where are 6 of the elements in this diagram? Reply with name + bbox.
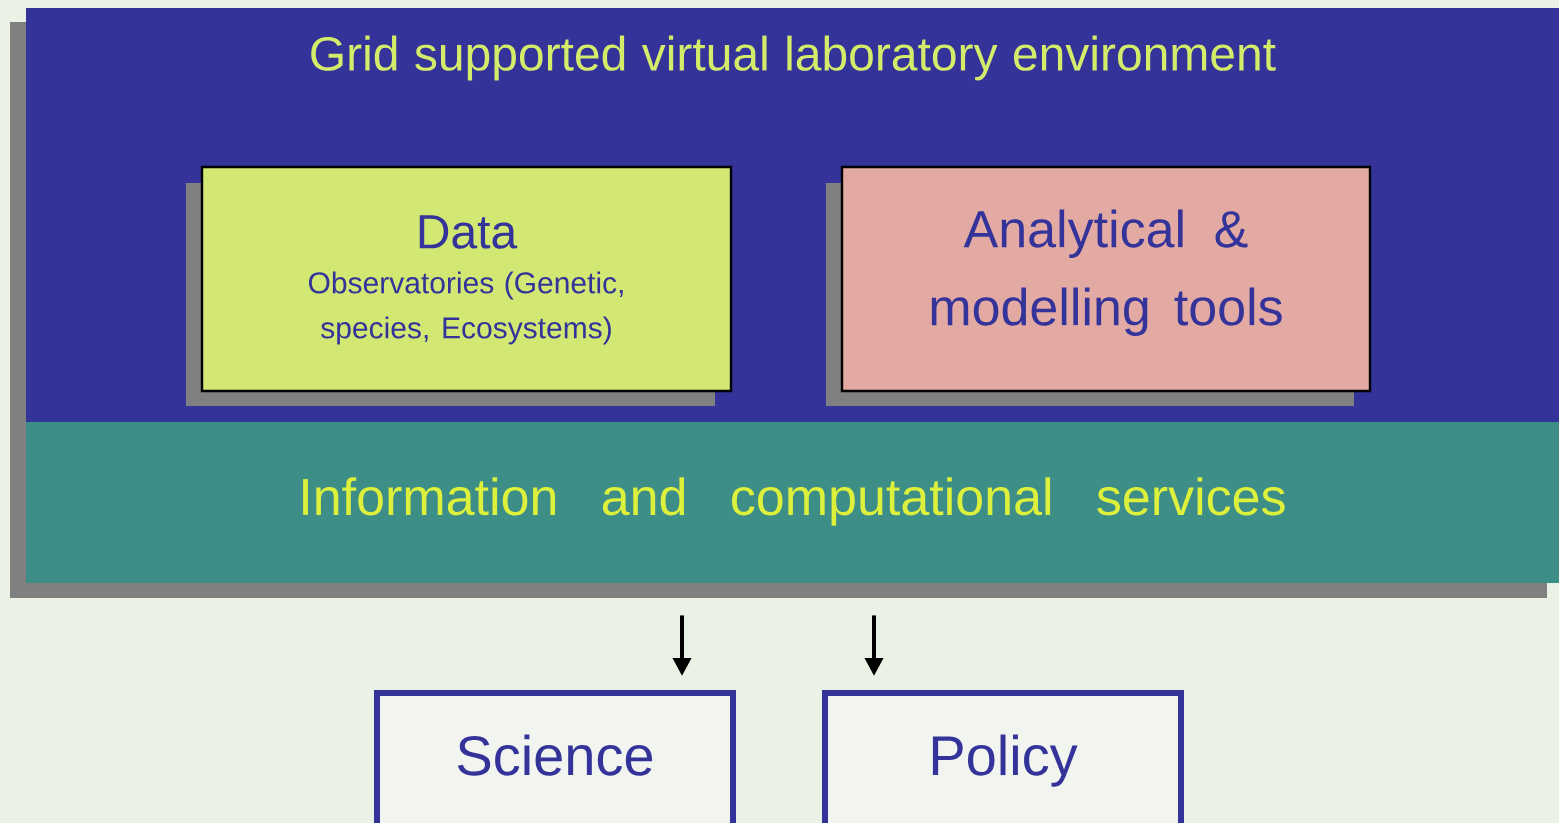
output-box: Policy [822, 690, 1184, 823]
data-box: Data Observatories (Genetic, species, Ecosystems) [200, 165, 733, 393]
output-box: Science [374, 690, 736, 823]
services-band: Information and computational services [26, 422, 1559, 583]
panel-title: Grid supported virtual laboratory environment [311, 35, 1276, 81]
tools-box: Analytical & modelling tools [840, 165, 1372, 393]
